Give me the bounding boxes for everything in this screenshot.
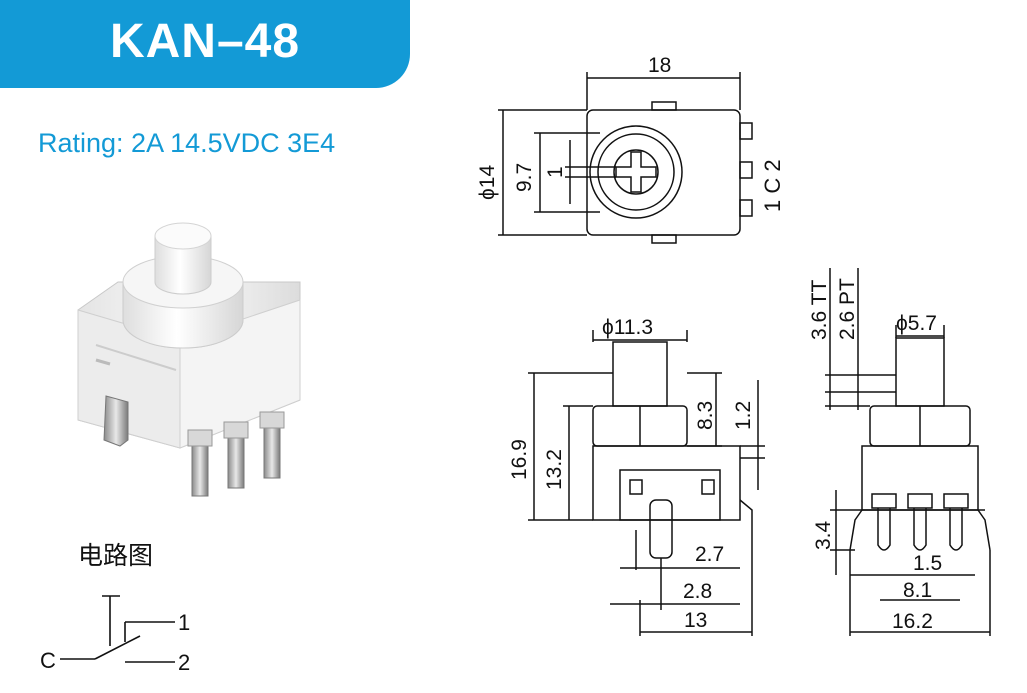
rating-text: Rating: 2A 14.5VDC 3E4: [38, 128, 336, 158]
circuit-diagram-title: 电路图: [78, 541, 154, 570]
model-title: KAN–48: [109, 15, 301, 68]
title-banner: KAN–48: [0, 0, 410, 88]
